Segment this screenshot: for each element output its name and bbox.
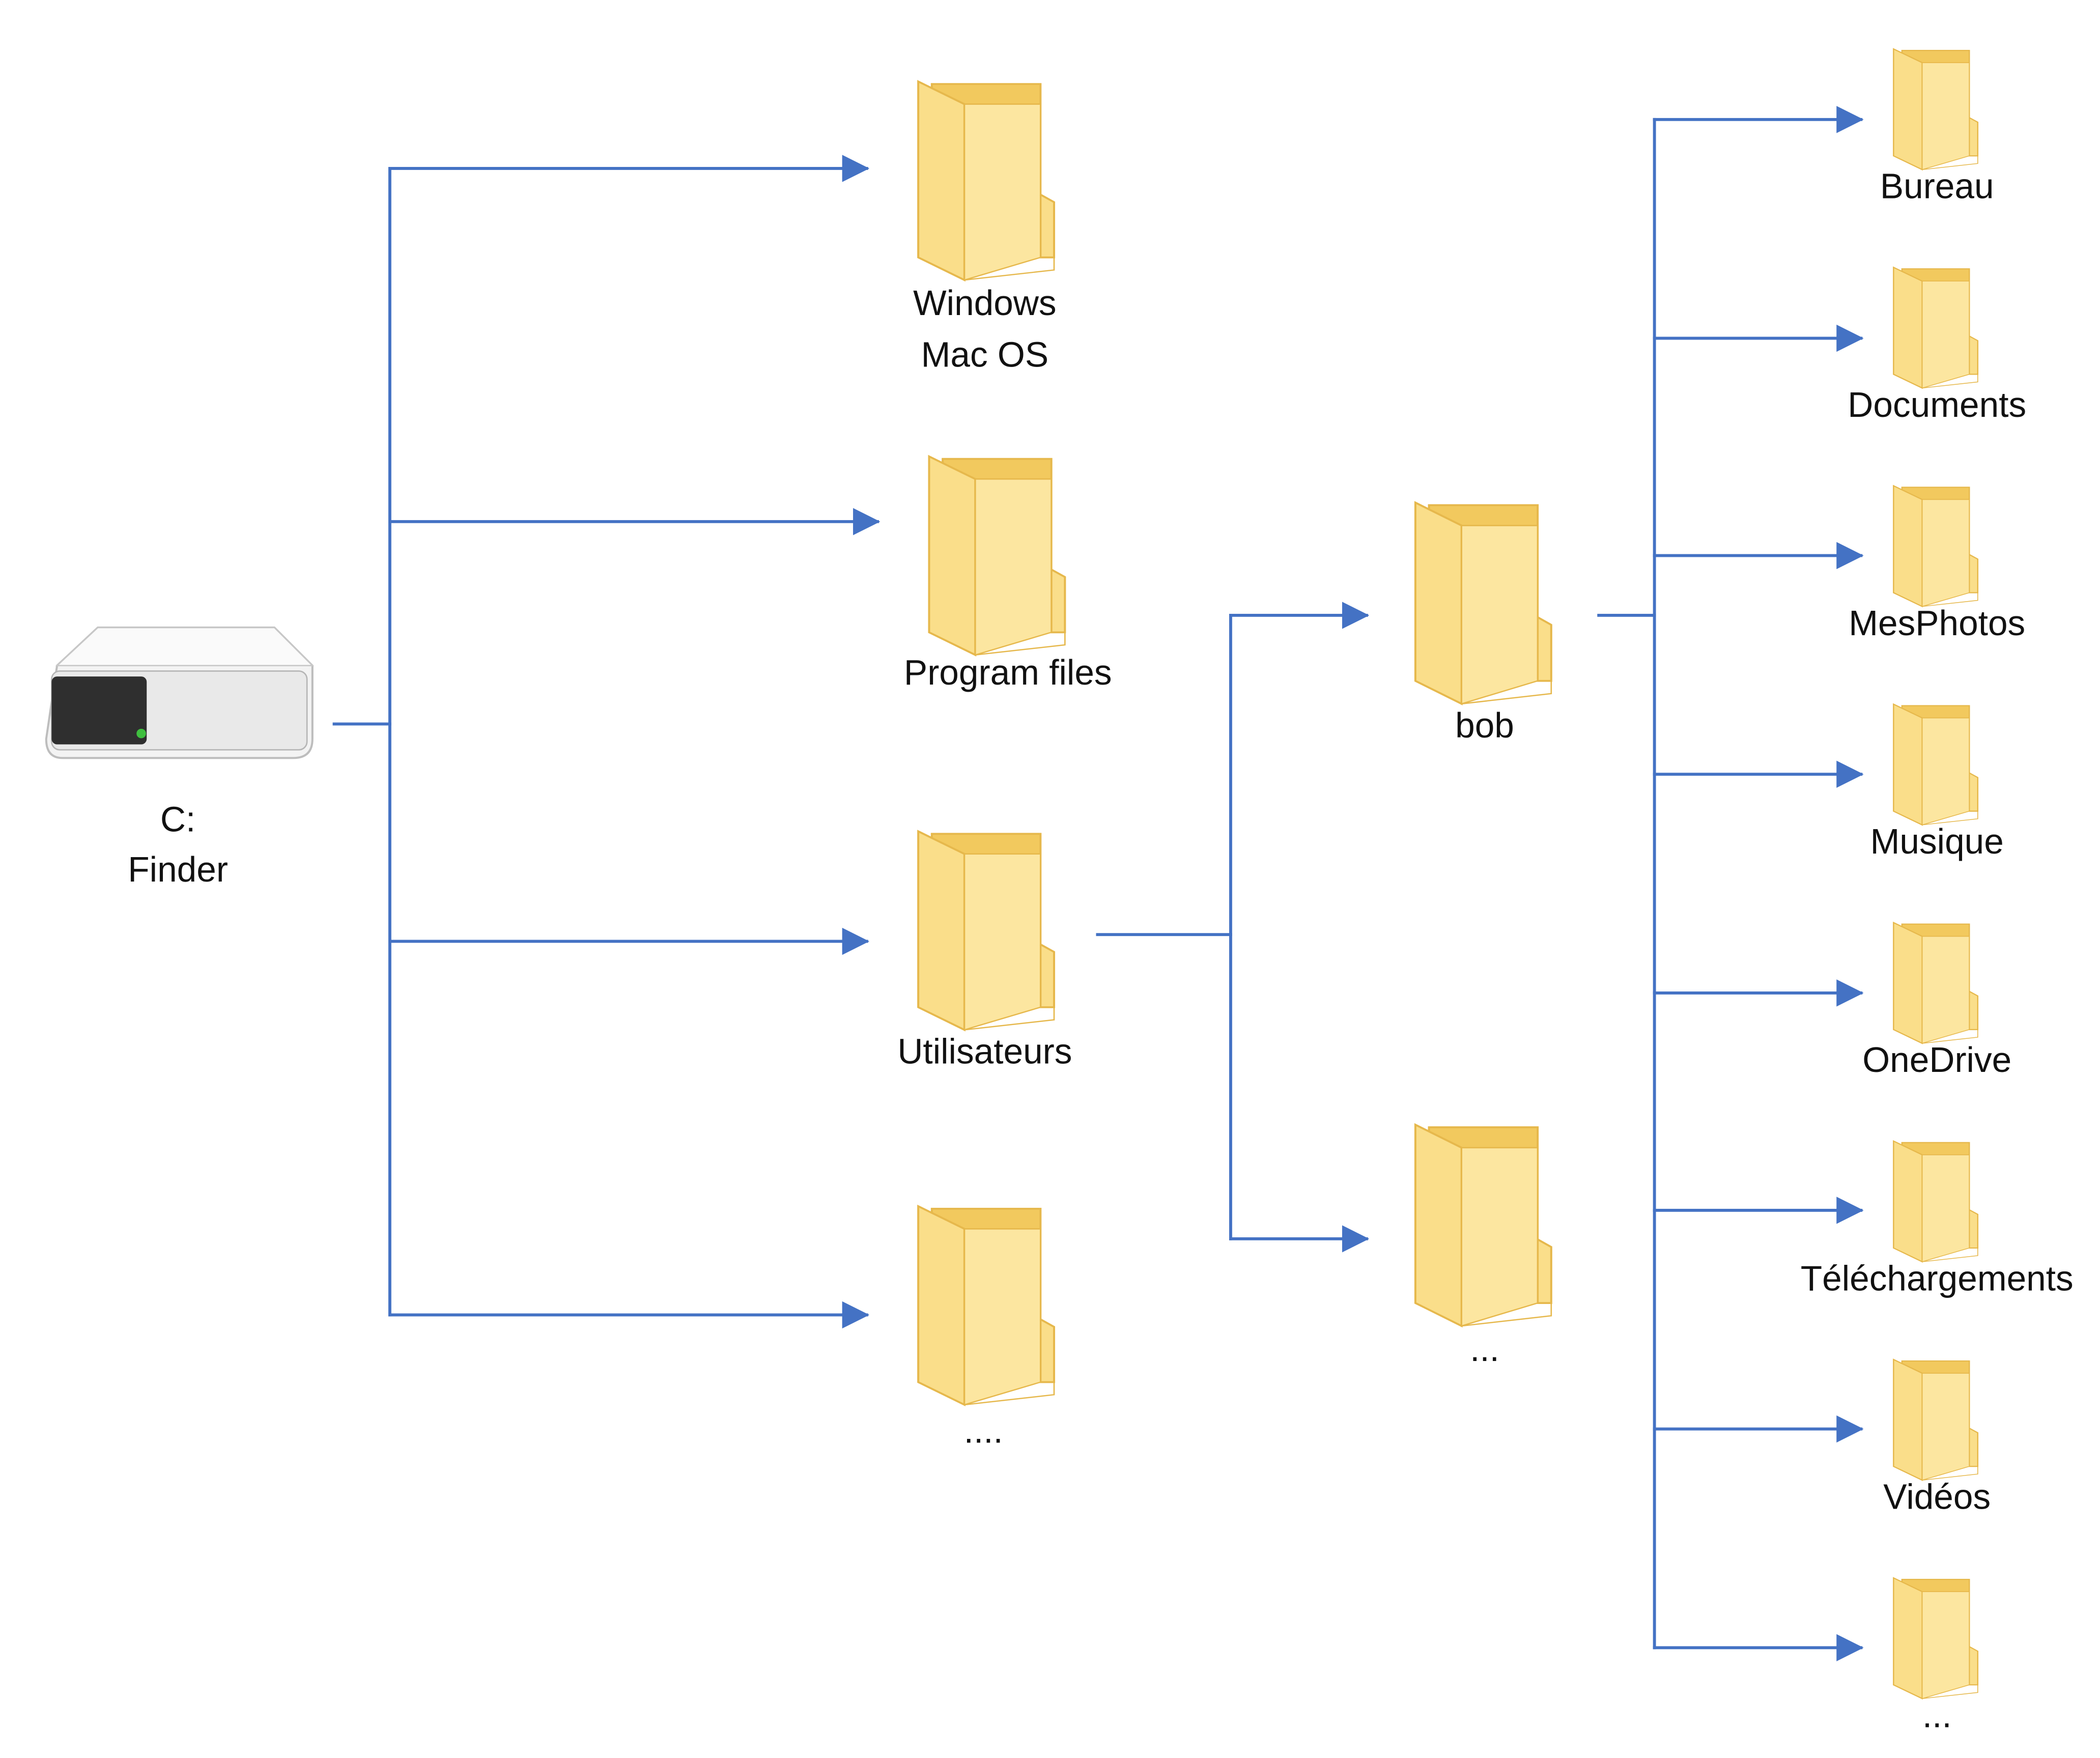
bureau-folder-icon[interactable] bbox=[1893, 48, 1979, 171]
documents-label: Documents bbox=[1848, 385, 2026, 424]
musique-folder-icon[interactable] bbox=[1893, 703, 1979, 826]
videos-folder-icon[interactable] bbox=[1893, 1358, 1979, 1482]
more-2-label: ... bbox=[1470, 1329, 1499, 1369]
program-files-folder-icon[interactable] bbox=[928, 455, 1066, 657]
musique-label: Musique bbox=[1870, 821, 2004, 861]
bureau-label: Bureau bbox=[1880, 166, 1994, 206]
program-files-label: Program files bbox=[904, 653, 1112, 692]
bob-label: bob bbox=[1455, 705, 1514, 745]
onedrive-label: OneDrive bbox=[1862, 1040, 2011, 1080]
connectors bbox=[332, 106, 1864, 1661]
telechargements-folder-icon[interactable] bbox=[1893, 1140, 1979, 1263]
telechargements-label: Téléchargements bbox=[1801, 1258, 2074, 1298]
utilisateurs-label: Utilisateurs bbox=[897, 1032, 1072, 1071]
drive-label-line-2: Finder bbox=[128, 849, 228, 889]
hard-drive-icon[interactable] bbox=[45, 626, 315, 759]
videos-label: Vidéos bbox=[1883, 1477, 1991, 1517]
drive-label-line-1: C: bbox=[160, 799, 195, 839]
bob-folder-icon[interactable] bbox=[1414, 501, 1552, 705]
mesphotos-label: MesPhotos bbox=[1849, 603, 2025, 643]
more-3-label: ... bbox=[1922, 1695, 1952, 1735]
mesphotos-folder-icon[interactable] bbox=[1893, 485, 1979, 608]
more-1-folder-icon[interactable] bbox=[917, 1204, 1056, 1407]
more-1-label: .... bbox=[964, 1410, 1003, 1450]
windows-label-line-2: Mac OS bbox=[921, 335, 1049, 375]
windows-folder-icon[interactable] bbox=[917, 80, 1056, 282]
windows-label-line-1: Windows bbox=[913, 283, 1056, 323]
documents-folder-icon[interactable] bbox=[1893, 266, 1979, 389]
onedrive-folder-icon[interactable] bbox=[1893, 921, 1979, 1044]
more-3-folder-icon[interactable] bbox=[1893, 1577, 1979, 1700]
more-2-folder-icon[interactable] bbox=[1414, 1123, 1552, 1328]
utilisateurs-folder-icon[interactable] bbox=[917, 830, 1056, 1032]
